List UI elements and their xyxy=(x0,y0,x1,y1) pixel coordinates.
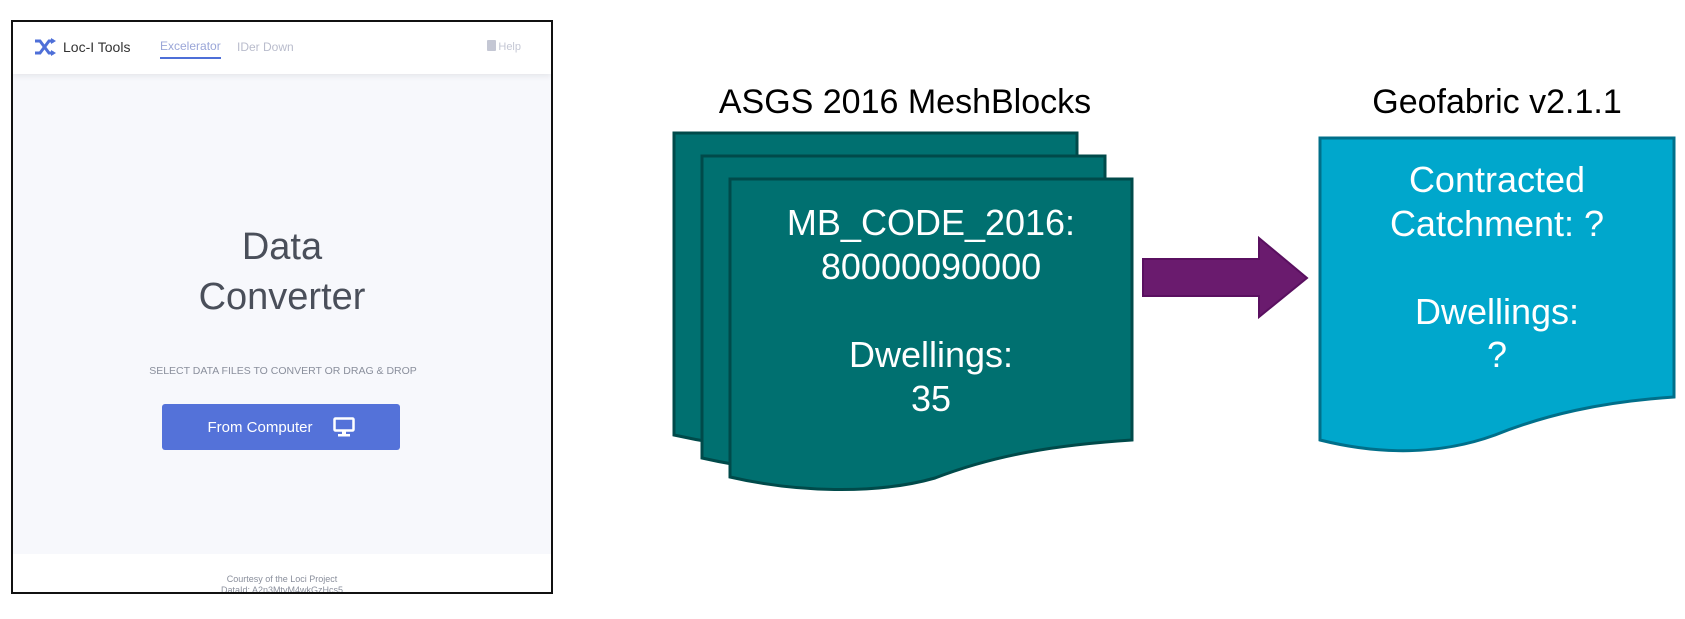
upload-instructions: SELECT DATA FILES TO CONVERT OR DRAG & D… xyxy=(149,365,417,377)
main-content: Data Converter SELECT DATA FILES TO CONV… xyxy=(13,74,551,554)
target-dwellings-label: Dwellings: xyxy=(1415,291,1579,332)
help-label: Help xyxy=(498,41,521,53)
source-field-value: 80000090000 xyxy=(821,246,1041,287)
shuffle-icon xyxy=(35,38,56,56)
from-computer-button[interactable]: From Computer xyxy=(162,404,400,450)
page-title-line-2: Converter xyxy=(198,276,366,318)
source-dwellings-label: Dwellings: xyxy=(849,334,1013,375)
source-dataset-title: ASGS 2016 MeshBlocks xyxy=(719,83,1091,121)
from-computer-label: From Computer xyxy=(207,418,313,436)
top-navbar: Loc-I Tools Excelerator IDer Down Help xyxy=(13,22,551,74)
nav-link-ider-down[interactable]: IDer Down xyxy=(237,40,294,54)
target-dwellings-value: ? xyxy=(1487,334,1507,375)
conversion-arrow xyxy=(1142,235,1309,320)
brand-name[interactable]: Loc-I Tools xyxy=(63,39,131,55)
page-title-line-1: Data xyxy=(241,226,323,268)
page-title: Data Converter xyxy=(13,222,551,322)
geofabric-document xyxy=(1318,136,1676,453)
help-link[interactable]: Help xyxy=(487,40,521,53)
nav-link-excelerator[interactable]: Excelerator xyxy=(160,39,221,59)
source-field-name: MB_CODE_2016: xyxy=(787,202,1075,243)
app-screenshot: Loc-I Tools Excelerator IDer Down Help D… xyxy=(11,20,553,594)
footer-data-id: DataId: A2n3MtvM4wkGzHcs5 xyxy=(220,585,344,594)
book-icon xyxy=(487,40,497,51)
target-catchment-line-2: Catchment: ? xyxy=(1390,203,1604,244)
footer-credit: Courtesy of the Loci Project xyxy=(226,574,338,584)
source-dwellings-value: 35 xyxy=(911,378,951,419)
target-catchment-line-1: Contracted xyxy=(1409,159,1585,200)
document-front xyxy=(728,177,1134,492)
monitor-icon xyxy=(332,417,355,437)
footer: Courtesy of the Loci Project DataId: A2n… xyxy=(13,574,551,594)
target-dataset-title: Geofabric v2.1.1 xyxy=(1372,83,1621,121)
meshblock-document-stack xyxy=(672,131,1134,492)
